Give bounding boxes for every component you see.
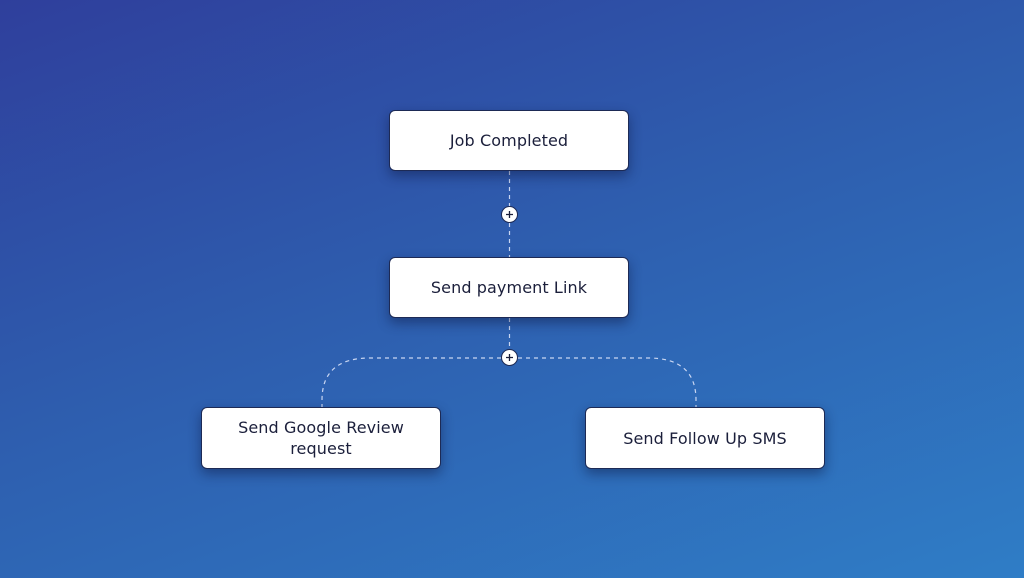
- connector-branch-right: [518, 357, 697, 407]
- node-send-payment-link[interactable]: Send payment Link: [389, 257, 629, 318]
- node-job-completed[interactable]: Job Completed: [389, 110, 629, 171]
- node-send-payment-link-label: Send payment Link: [430, 278, 588, 297]
- plus-icon: [506, 211, 513, 218]
- plus-icon: [506, 354, 513, 361]
- node-job-completed-label: Job Completed: [449, 131, 569, 150]
- node-send-google-review-label: Send Google Review request: [238, 418, 404, 458]
- connector-branch-left: [321, 357, 501, 407]
- add-step-button[interactable]: [501, 206, 518, 223]
- add-branch-button[interactable]: [501, 349, 518, 366]
- node-send-follow-up-sms-label: Send Follow Up SMS: [623, 428, 787, 448]
- node-send-google-review[interactable]: Send Google Review request: [201, 407, 441, 469]
- node-send-follow-up-sms[interactable]: Send Follow Up SMS: [585, 407, 825, 469]
